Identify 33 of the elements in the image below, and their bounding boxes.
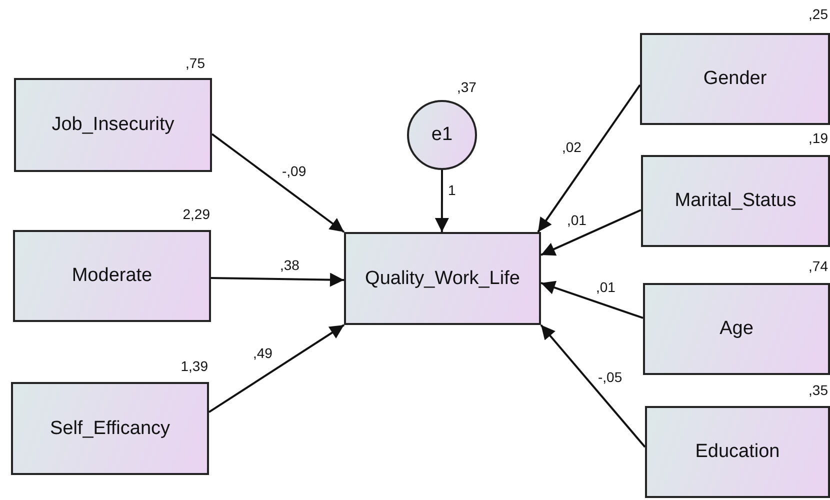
arrow	[540, 324, 646, 448]
arrow	[210, 272, 344, 287]
arrow	[540, 209, 642, 256]
variance-value: ,25	[808, 6, 828, 22]
edge-label: -,09	[281, 163, 308, 179]
edge-label: -,05	[597, 369, 624, 385]
variance-value: 2,29	[182, 206, 210, 222]
variable-box: Quality_Work_Life	[344, 232, 541, 325]
variance-value: 1,39	[180, 358, 208, 374]
variable-box: Job_Insecurity	[14, 78, 212, 172]
variable-box: Gender	[640, 33, 830, 125]
arrow	[540, 280, 644, 319]
edge-label: 1	[447, 182, 457, 198]
error-circle: e1	[407, 100, 477, 170]
arrow	[434, 170, 449, 232]
variable-box: Education	[645, 406, 830, 498]
variable-box: Age	[643, 283, 830, 375]
arrow	[537, 84, 641, 233]
arrow	[208, 324, 345, 413]
edge-label: ,01	[595, 279, 616, 295]
variance-value: ,74	[808, 258, 828, 274]
arrow	[211, 133, 345, 233]
variance-value: ,35	[808, 382, 828, 398]
edge-label: ,49	[252, 345, 274, 361]
variance-value: ,75	[186, 55, 205, 71]
variable-box: Marital_Status	[641, 155, 830, 247]
variable-box: Moderate	[13, 230, 211, 322]
variable-box: Self_Efficancy	[11, 382, 209, 475]
edge-label: ,02	[561, 139, 582, 155]
edge-label: ,01	[566, 212, 588, 228]
variance-value: ,37	[457, 79, 476, 95]
variance-value: ,19	[808, 130, 828, 146]
edge-label: ,38	[279, 257, 300, 273]
